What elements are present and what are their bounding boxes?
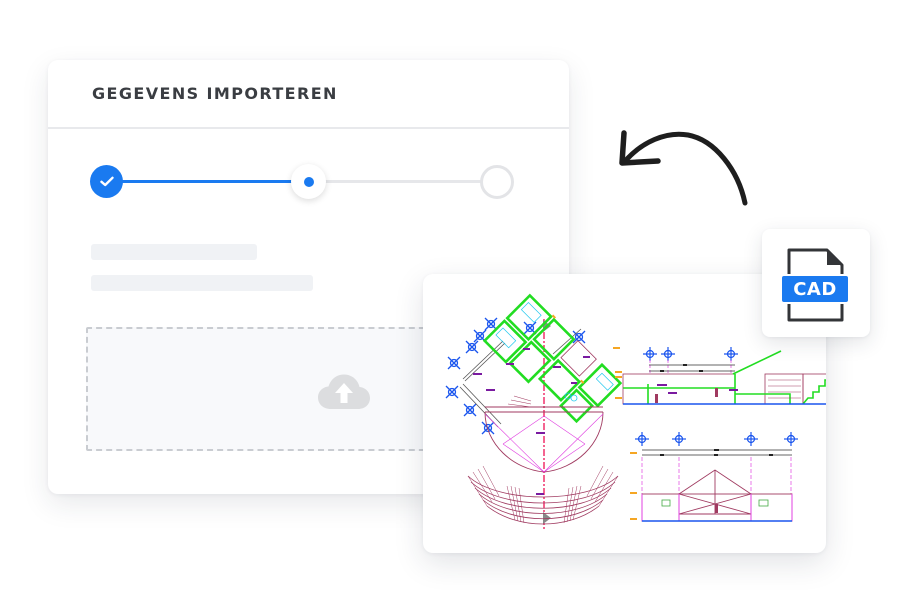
cloud-upload-icon: [318, 374, 370, 409]
placeholder-line-2: [91, 275, 313, 291]
step-1-completed[interactable]: [90, 165, 123, 198]
file-icon: [787, 248, 844, 322]
step-3-pending[interactable]: [480, 165, 514, 199]
placeholder-line-1: [91, 244, 257, 260]
card-header: GEGEVENS IMPORTEREN: [48, 60, 569, 129]
cad-file-badge: CAD: [782, 276, 848, 302]
card-title: GEGEVENS IMPORTEREN: [92, 84, 338, 103]
curved-arrow-icon: [619, 130, 748, 206]
active-dot-icon: [303, 176, 314, 187]
cad-file-card: CAD: [762, 229, 870, 337]
architectural-drawing: [445, 293, 826, 529]
stepper-line-completed: [106, 180, 308, 183]
step-2-active[interactable]: [291, 164, 326, 199]
checkmark-icon: [99, 176, 114, 187]
cad-drawing-preview: [423, 274, 826, 553]
stepper-line-pending: [308, 180, 483, 183]
